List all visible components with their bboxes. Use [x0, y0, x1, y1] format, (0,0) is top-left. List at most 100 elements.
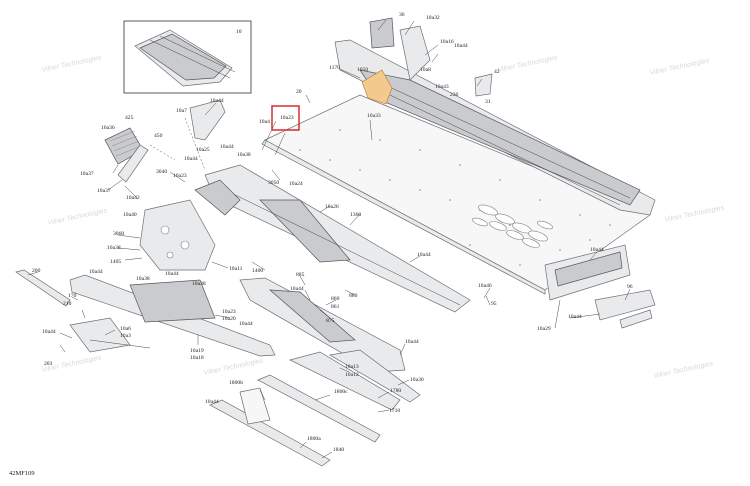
callout-label: 200 — [32, 268, 41, 274]
grille-part — [104, 99, 226, 183]
callout-label: 10a23 — [173, 173, 187, 179]
callout-label: 10a44 — [42, 329, 56, 335]
callout-label: 10a4 — [259, 119, 270, 125]
callout-label: 3040 — [156, 169, 167, 175]
left-side-rail — [204, 164, 471, 373]
callout-label: 10a37 — [80, 171, 94, 177]
callout-label: 10a44 — [454, 43, 468, 49]
watermark: Vilner Technologies — [664, 204, 725, 224]
callout-label: 10a19 — [190, 348, 204, 354]
callout-label: 203 — [44, 361, 53, 367]
callout-label: 170 — [68, 293, 77, 299]
callout-label: 1800c — [334, 389, 348, 395]
callout-label: 880 — [349, 293, 358, 299]
callout-label: 10a44 — [239, 321, 253, 327]
callout-label: 3060 — [113, 231, 124, 237]
callout-label: 1780 — [390, 388, 401, 394]
callout-label: 230 — [450, 92, 459, 98]
callout-label: 10a23 — [222, 309, 236, 315]
callout-label: 10a29 — [537, 326, 551, 332]
watermark: Vilner Technologies — [649, 57, 710, 77]
callout-label: 1360 — [350, 212, 361, 218]
callout-label: 10a26 — [325, 204, 339, 210]
selected-callout-box[interactable] — [271, 105, 300, 131]
callout-label: 10a20 — [222, 316, 236, 322]
callout-label: 10a46 — [478, 283, 492, 289]
callout-label: 10a44 — [220, 144, 234, 150]
callout-label: 10a38 — [107, 245, 121, 251]
inset-number: 10 — [236, 29, 242, 35]
callout-label: 885 — [296, 272, 305, 278]
callout-label: 10a38 — [192, 281, 206, 287]
highlighted-bracket — [361, 69, 393, 105]
callout-label: 20 — [296, 89, 302, 95]
callout-label: 1050 — [357, 67, 368, 73]
callout-label: 10a7 — [176, 108, 187, 114]
callout-label: 36 — [399, 12, 405, 18]
floor-panel — [261, 94, 651, 295]
callout-label: 10a11 — [229, 266, 243, 272]
left-inner-panel — [139, 179, 241, 271]
callout-label: 10a44 — [165, 271, 179, 277]
callout-label: 10a23 — [280, 115, 294, 121]
callout-label: 10a24 — [289, 181, 303, 187]
watermark: Vilner Technologies — [497, 54, 558, 74]
callout-label: 10a37 — [97, 188, 111, 194]
callout-label: 425 — [125, 115, 134, 121]
callout-label: 861 — [331, 304, 340, 310]
callout-label: 10a42 — [126, 195, 140, 201]
callout-label: 10a40 — [123, 212, 137, 218]
callout-label: 10a18 — [190, 355, 204, 361]
callout-label: 10a13 — [345, 364, 359, 370]
callout-label: 31 — [485, 99, 491, 105]
callout-label: 10a38 — [136, 276, 150, 282]
callout-label: 10a30 — [410, 377, 424, 383]
callout-label: 10a44 — [89, 269, 103, 275]
callout-label: 10a3 — [120, 333, 131, 339]
callout-label: 1405 — [110, 259, 121, 265]
watermark: Vilner Technologies — [203, 357, 264, 377]
callout-label: 10a25 — [196, 147, 210, 153]
callout-label: 1800a — [307, 436, 321, 442]
callout-label: 860 — [331, 296, 340, 302]
callout-label: 1800b — [229, 380, 243, 386]
callout-label: 10a44 — [590, 247, 604, 253]
callout-label: 1170 — [329, 65, 340, 71]
callout-label: 95 — [491, 301, 497, 307]
callout-label: 10a16 — [440, 39, 454, 45]
callout-label: 1710 — [389, 408, 400, 414]
callout-label: 10a44 — [210, 98, 224, 104]
callout-label: 10a32 — [426, 15, 440, 21]
right-side-rail — [334, 17, 656, 216]
callout-label: 210 — [63, 301, 72, 307]
callout-label: 42 — [494, 69, 500, 75]
callout-label: 10a44 — [290, 286, 304, 292]
drawing-code: 42MF109 — [9, 470, 35, 477]
callout-labels: 36 10a32 10a16 10a44 42 1170 1050 10a8 1… — [32, 12, 633, 453]
callout-label: 10a44 — [568, 314, 582, 320]
watermark: Vilner Technologies — [41, 54, 102, 74]
inset-overview: 10 — [123, 20, 252, 94]
runner-rails — [15, 244, 656, 467]
callout-label: 10a33 — [367, 113, 381, 119]
callout-label: 1840 — [333, 447, 344, 453]
watermark: Vilner Technologies — [47, 207, 108, 227]
callout-label: 10a36 — [101, 125, 115, 131]
callout-label: 10a44 — [184, 156, 198, 162]
callout-label: 10a38 — [237, 152, 251, 158]
callout-label: 875 — [326, 318, 335, 324]
callout-label: 450 — [154, 133, 163, 139]
callout-label: 10a44 — [405, 339, 419, 345]
leader-lines — [27, 19, 631, 459]
callout-label: 1400 — [252, 268, 263, 274]
callout-label: 10a44 — [205, 399, 219, 405]
watermark: Vilner Technologies — [653, 360, 714, 380]
callout-label: 10a12 — [345, 372, 359, 378]
callout-label: 10a44 — [417, 252, 431, 258]
callout-label: 3050 — [268, 180, 279, 186]
callout-label: 10a8 — [420, 67, 431, 73]
panel-cutouts — [472, 204, 553, 248]
callout-label: 96 — [627, 284, 633, 290]
callout-label: 10a43 — [435, 84, 449, 90]
